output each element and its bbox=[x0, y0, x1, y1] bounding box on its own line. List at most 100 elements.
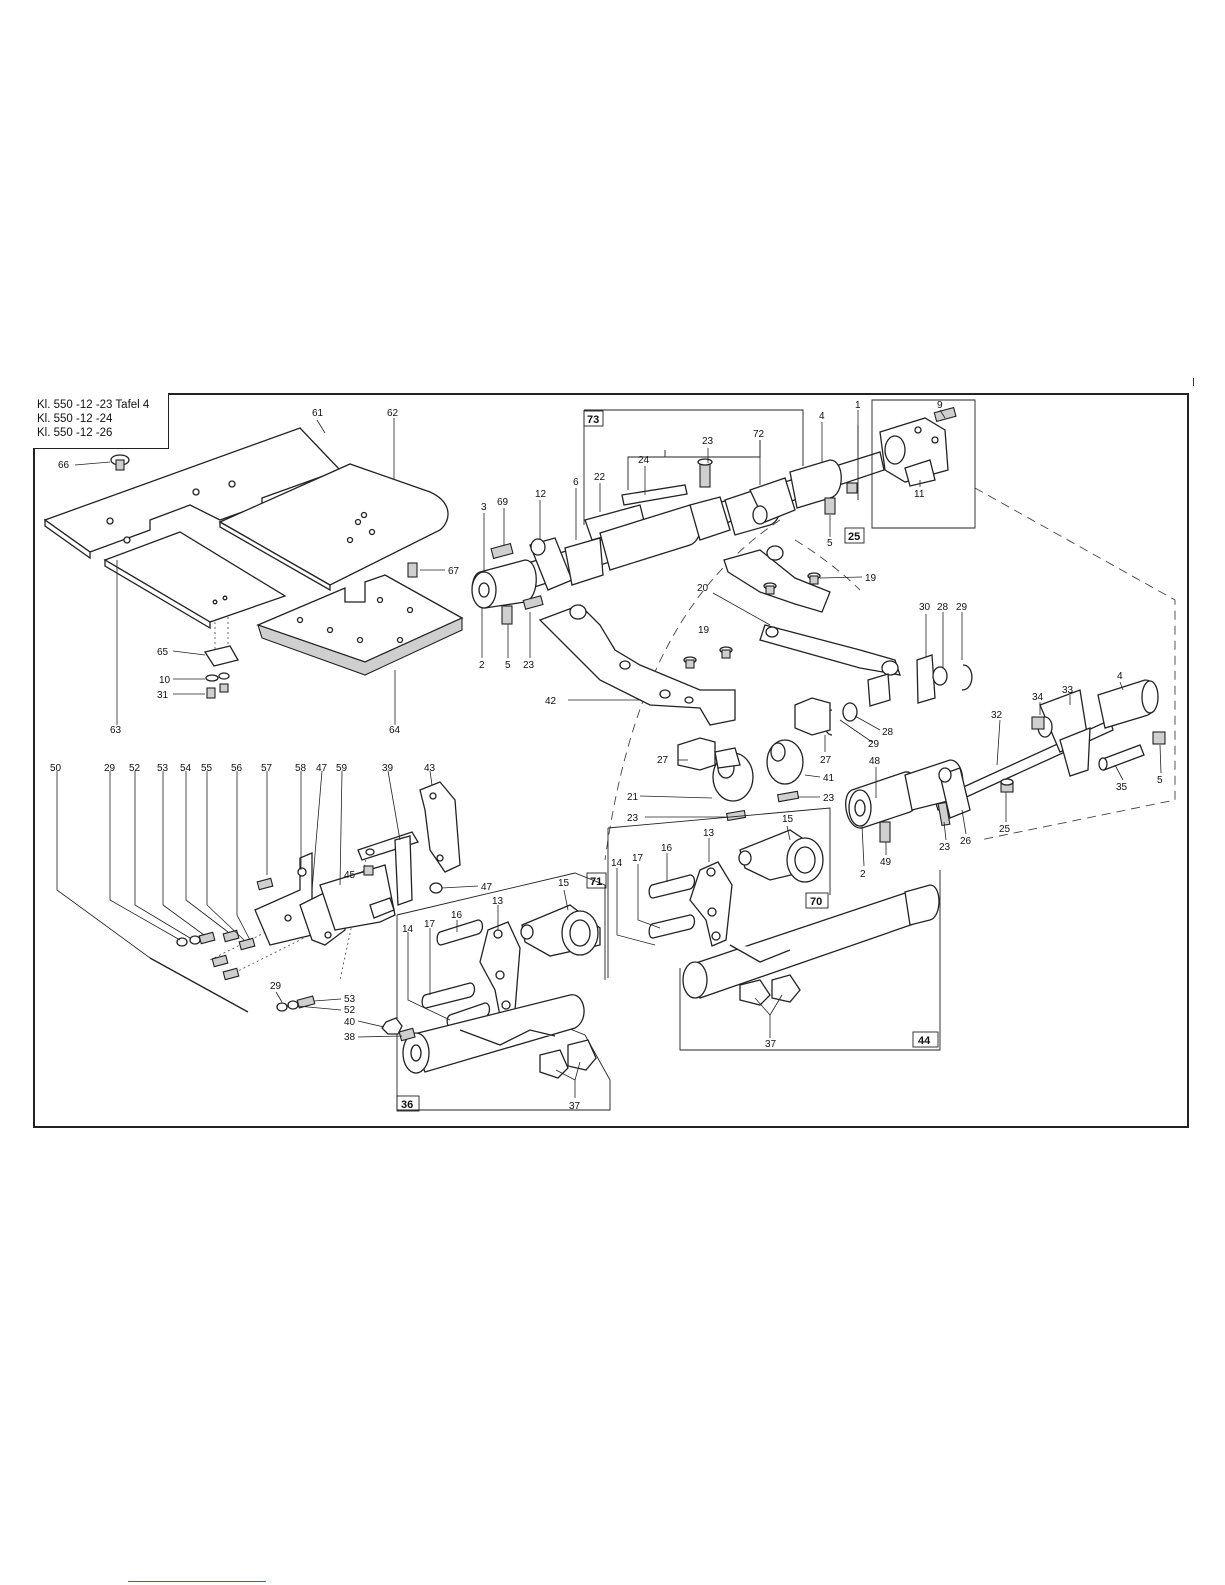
part-label-4a: 4 bbox=[819, 411, 825, 422]
part-label-11: 11 bbox=[914, 489, 925, 500]
part-label-29a: 29 bbox=[956, 602, 968, 613]
plate-63 bbox=[103, 531, 287, 630]
part-label-30: 30 bbox=[919, 602, 931, 613]
part-label-15b: 15 bbox=[558, 878, 570, 889]
part-label-52a: 52 bbox=[129, 763, 141, 774]
part-label-49: 49 bbox=[880, 857, 892, 868]
part-label-6: 6 bbox=[573, 477, 579, 488]
part-label-21: 21 bbox=[627, 792, 639, 803]
part-label-56: 56 bbox=[231, 763, 243, 774]
part-label-33: 33 bbox=[1062, 685, 1074, 696]
bracket-58-59 bbox=[254, 852, 396, 946]
part-label-29b: 29 bbox=[868, 739, 880, 750]
spring-50 bbox=[149, 957, 249, 1013]
part-label-57: 57 bbox=[261, 763, 273, 774]
part-label-28b: 28 bbox=[882, 727, 894, 738]
part-label-3: 3 bbox=[481, 502, 487, 513]
upper-shaft-assembly bbox=[471, 451, 885, 625]
part-label-15a: 15 bbox=[782, 814, 794, 825]
part-label-52b: 52 bbox=[344, 1005, 356, 1016]
title-line-1: Kl. 550 -12 -23 Tafel 4 bbox=[37, 399, 150, 411]
part-label-12: 12 bbox=[535, 489, 547, 500]
part-label-20: 20 bbox=[697, 583, 709, 594]
part-label-62: 62 bbox=[387, 408, 399, 419]
small-parts-left bbox=[176, 865, 443, 1042]
part-label-13b: 13 bbox=[492, 896, 504, 907]
title-block: Kl. 550 -12 -23 Tafel 4 Kl. 550 -12 -24 … bbox=[33, 393, 169, 449]
part-label-32: 32 bbox=[991, 710, 1003, 721]
part-label-45: 45 bbox=[344, 870, 356, 881]
part-label-4b: 4 bbox=[1117, 671, 1123, 682]
linkage-group-70 bbox=[607, 807, 831, 978]
part-label-40: 40 bbox=[344, 1017, 356, 1028]
part-label-17b: 17 bbox=[424, 919, 436, 930]
part-label-17a: 17 bbox=[632, 853, 644, 864]
part-label-39: 39 bbox=[382, 763, 394, 774]
collars-21-41 bbox=[712, 739, 804, 822]
part-label-24: 24 bbox=[638, 455, 650, 466]
part-label-5a: 5 bbox=[827, 538, 833, 549]
part-label-23c: 23 bbox=[823, 793, 835, 804]
cam-shaft-group-36 bbox=[397, 994, 611, 1111]
lever-20 bbox=[723, 545, 901, 676]
drawing-frame bbox=[33, 393, 1189, 1128]
part-label-29d: 29 bbox=[270, 981, 282, 992]
part-number-labels: 61 62 66 67 63 64 65 10 31 3 69 12 6 22 … bbox=[50, 400, 1163, 1112]
part-label-10: 10 bbox=[159, 675, 171, 686]
part-label-16b: 16 bbox=[451, 910, 463, 921]
part-label-53b: 53 bbox=[344, 994, 356, 1005]
part-label-50: 50 bbox=[50, 763, 62, 774]
part-label-58: 58 bbox=[295, 763, 307, 774]
leader-lines bbox=[56, 409, 1162, 1098]
part-label-14a: 14 bbox=[611, 858, 623, 869]
part-label-22: 22 bbox=[594, 472, 606, 483]
part-label-43: 43 bbox=[424, 763, 436, 774]
part-label-37a: 37 bbox=[569, 1101, 581, 1112]
title-line-3: Kl. 550 -12 -26 bbox=[37, 427, 113, 439]
part-label-27b: 27 bbox=[657, 755, 669, 766]
part-label-35: 35 bbox=[1116, 782, 1128, 793]
part-label-13a: 13 bbox=[703, 828, 715, 839]
part-label-23d: 23 bbox=[627, 813, 639, 824]
block-30 bbox=[823, 654, 973, 736]
assembly-label-44: 44 bbox=[918, 1035, 931, 1047]
part-label-41: 41 bbox=[823, 773, 835, 784]
bracket-39 bbox=[357, 831, 419, 906]
part-label-2b: 2 bbox=[860, 869, 866, 880]
bracket-43 bbox=[419, 781, 461, 873]
part-label-65: 65 bbox=[157, 647, 169, 658]
linkage-group-71 bbox=[396, 872, 606, 1110]
part-label-29c: 29 bbox=[104, 763, 116, 774]
part-label-47a: 47 bbox=[316, 763, 328, 774]
part-label-61: 61 bbox=[312, 408, 324, 419]
part-label-63: 63 bbox=[110, 725, 122, 736]
part-label-2a: 2 bbox=[479, 660, 485, 671]
part-label-31: 31 bbox=[157, 690, 169, 701]
part-label-16a: 16 bbox=[661, 843, 673, 854]
lever-42 bbox=[538, 604, 736, 726]
part-label-34: 34 bbox=[1032, 692, 1044, 703]
assembly-labels: 73 25 70 71 44 36 bbox=[396, 410, 939, 1112]
part-label-54: 54 bbox=[180, 763, 192, 774]
part-label-47b: 47 bbox=[481, 882, 493, 893]
part-label-23e: 23 bbox=[939, 842, 951, 853]
plate-62 bbox=[218, 463, 449, 592]
part-label-5b: 5 bbox=[505, 660, 511, 671]
part-label-25b: 25 bbox=[999, 824, 1011, 835]
part-label-9: 9 bbox=[937, 400, 943, 411]
assembly-label-36: 36 bbox=[401, 1099, 413, 1111]
part-label-5c: 5 bbox=[1157, 775, 1163, 786]
footer-link-underline[interactable] bbox=[128, 1581, 266, 1582]
part-label-19a: 19 bbox=[865, 573, 877, 584]
part-label-64: 64 bbox=[389, 725, 401, 736]
part-label-42: 42 bbox=[545, 696, 557, 707]
bracket-65-group bbox=[203, 645, 239, 699]
part-label-14b: 14 bbox=[402, 924, 414, 935]
part-label-37b: 37 bbox=[765, 1039, 777, 1050]
part-label-23b: 23 bbox=[523, 660, 535, 671]
part-label-28a: 28 bbox=[937, 602, 949, 613]
part-label-1: 1 bbox=[855, 400, 861, 411]
assembly-label-25: 25 bbox=[848, 531, 860, 543]
part-label-55: 55 bbox=[201, 763, 213, 774]
